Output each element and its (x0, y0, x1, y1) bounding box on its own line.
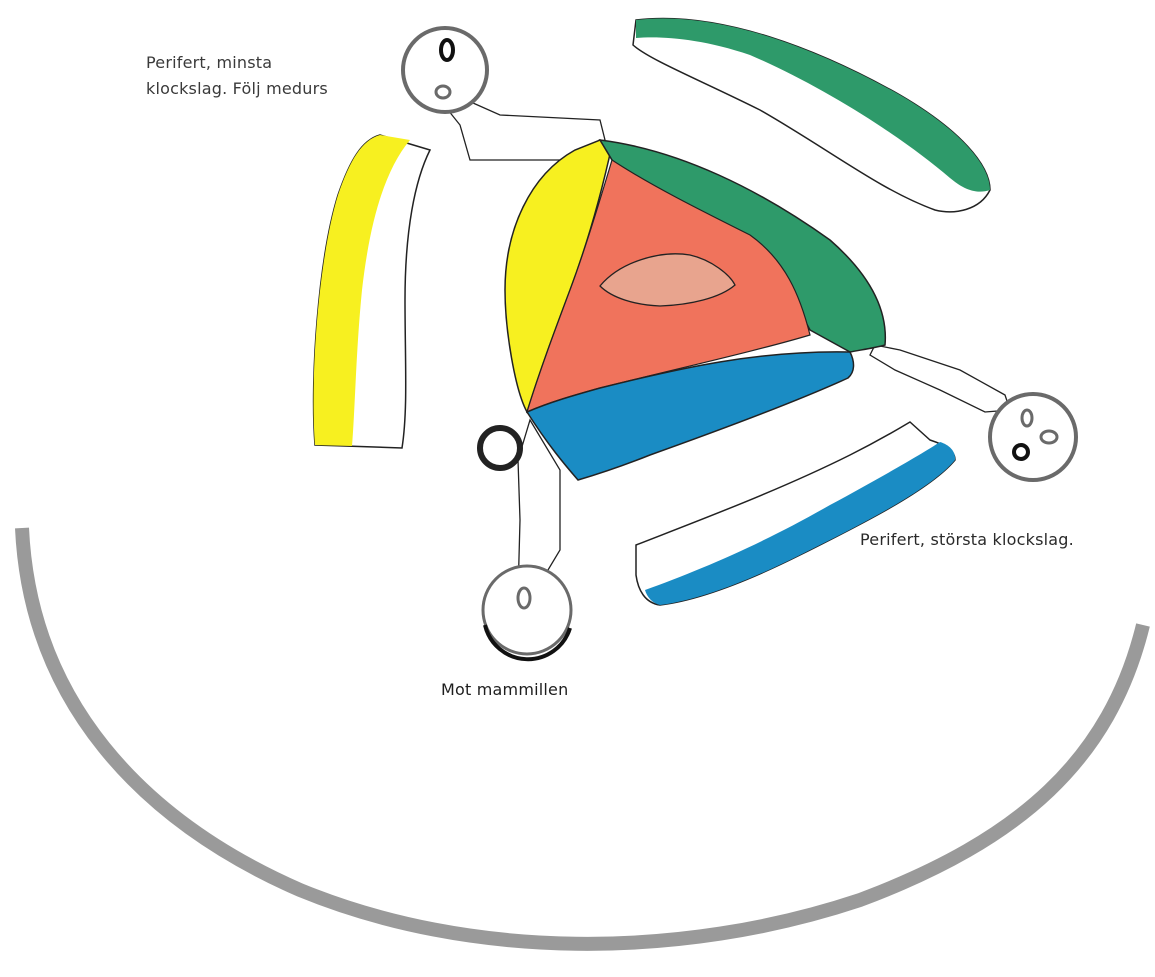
marker-circle-right (990, 394, 1076, 480)
breast-outline-arc (22, 528, 1143, 944)
marker-ring-standalone (480, 428, 520, 468)
marker-circle-top-left (403, 28, 487, 112)
label-peripheral-min: Perifert, minsta klockslag. Följ medurs (146, 50, 328, 102)
marker-circle-bottom (483, 566, 571, 659)
label-peripheral-max: Perifert, största klockslag. (860, 530, 1074, 549)
label-toward-nipple: Mot mammillen (441, 680, 568, 699)
connector-right (870, 345, 1010, 412)
label-peripheral-min-line2: klockslag. Följ medurs (146, 76, 328, 102)
label-peripheral-min-line1: Perifert, minsta (146, 50, 328, 76)
